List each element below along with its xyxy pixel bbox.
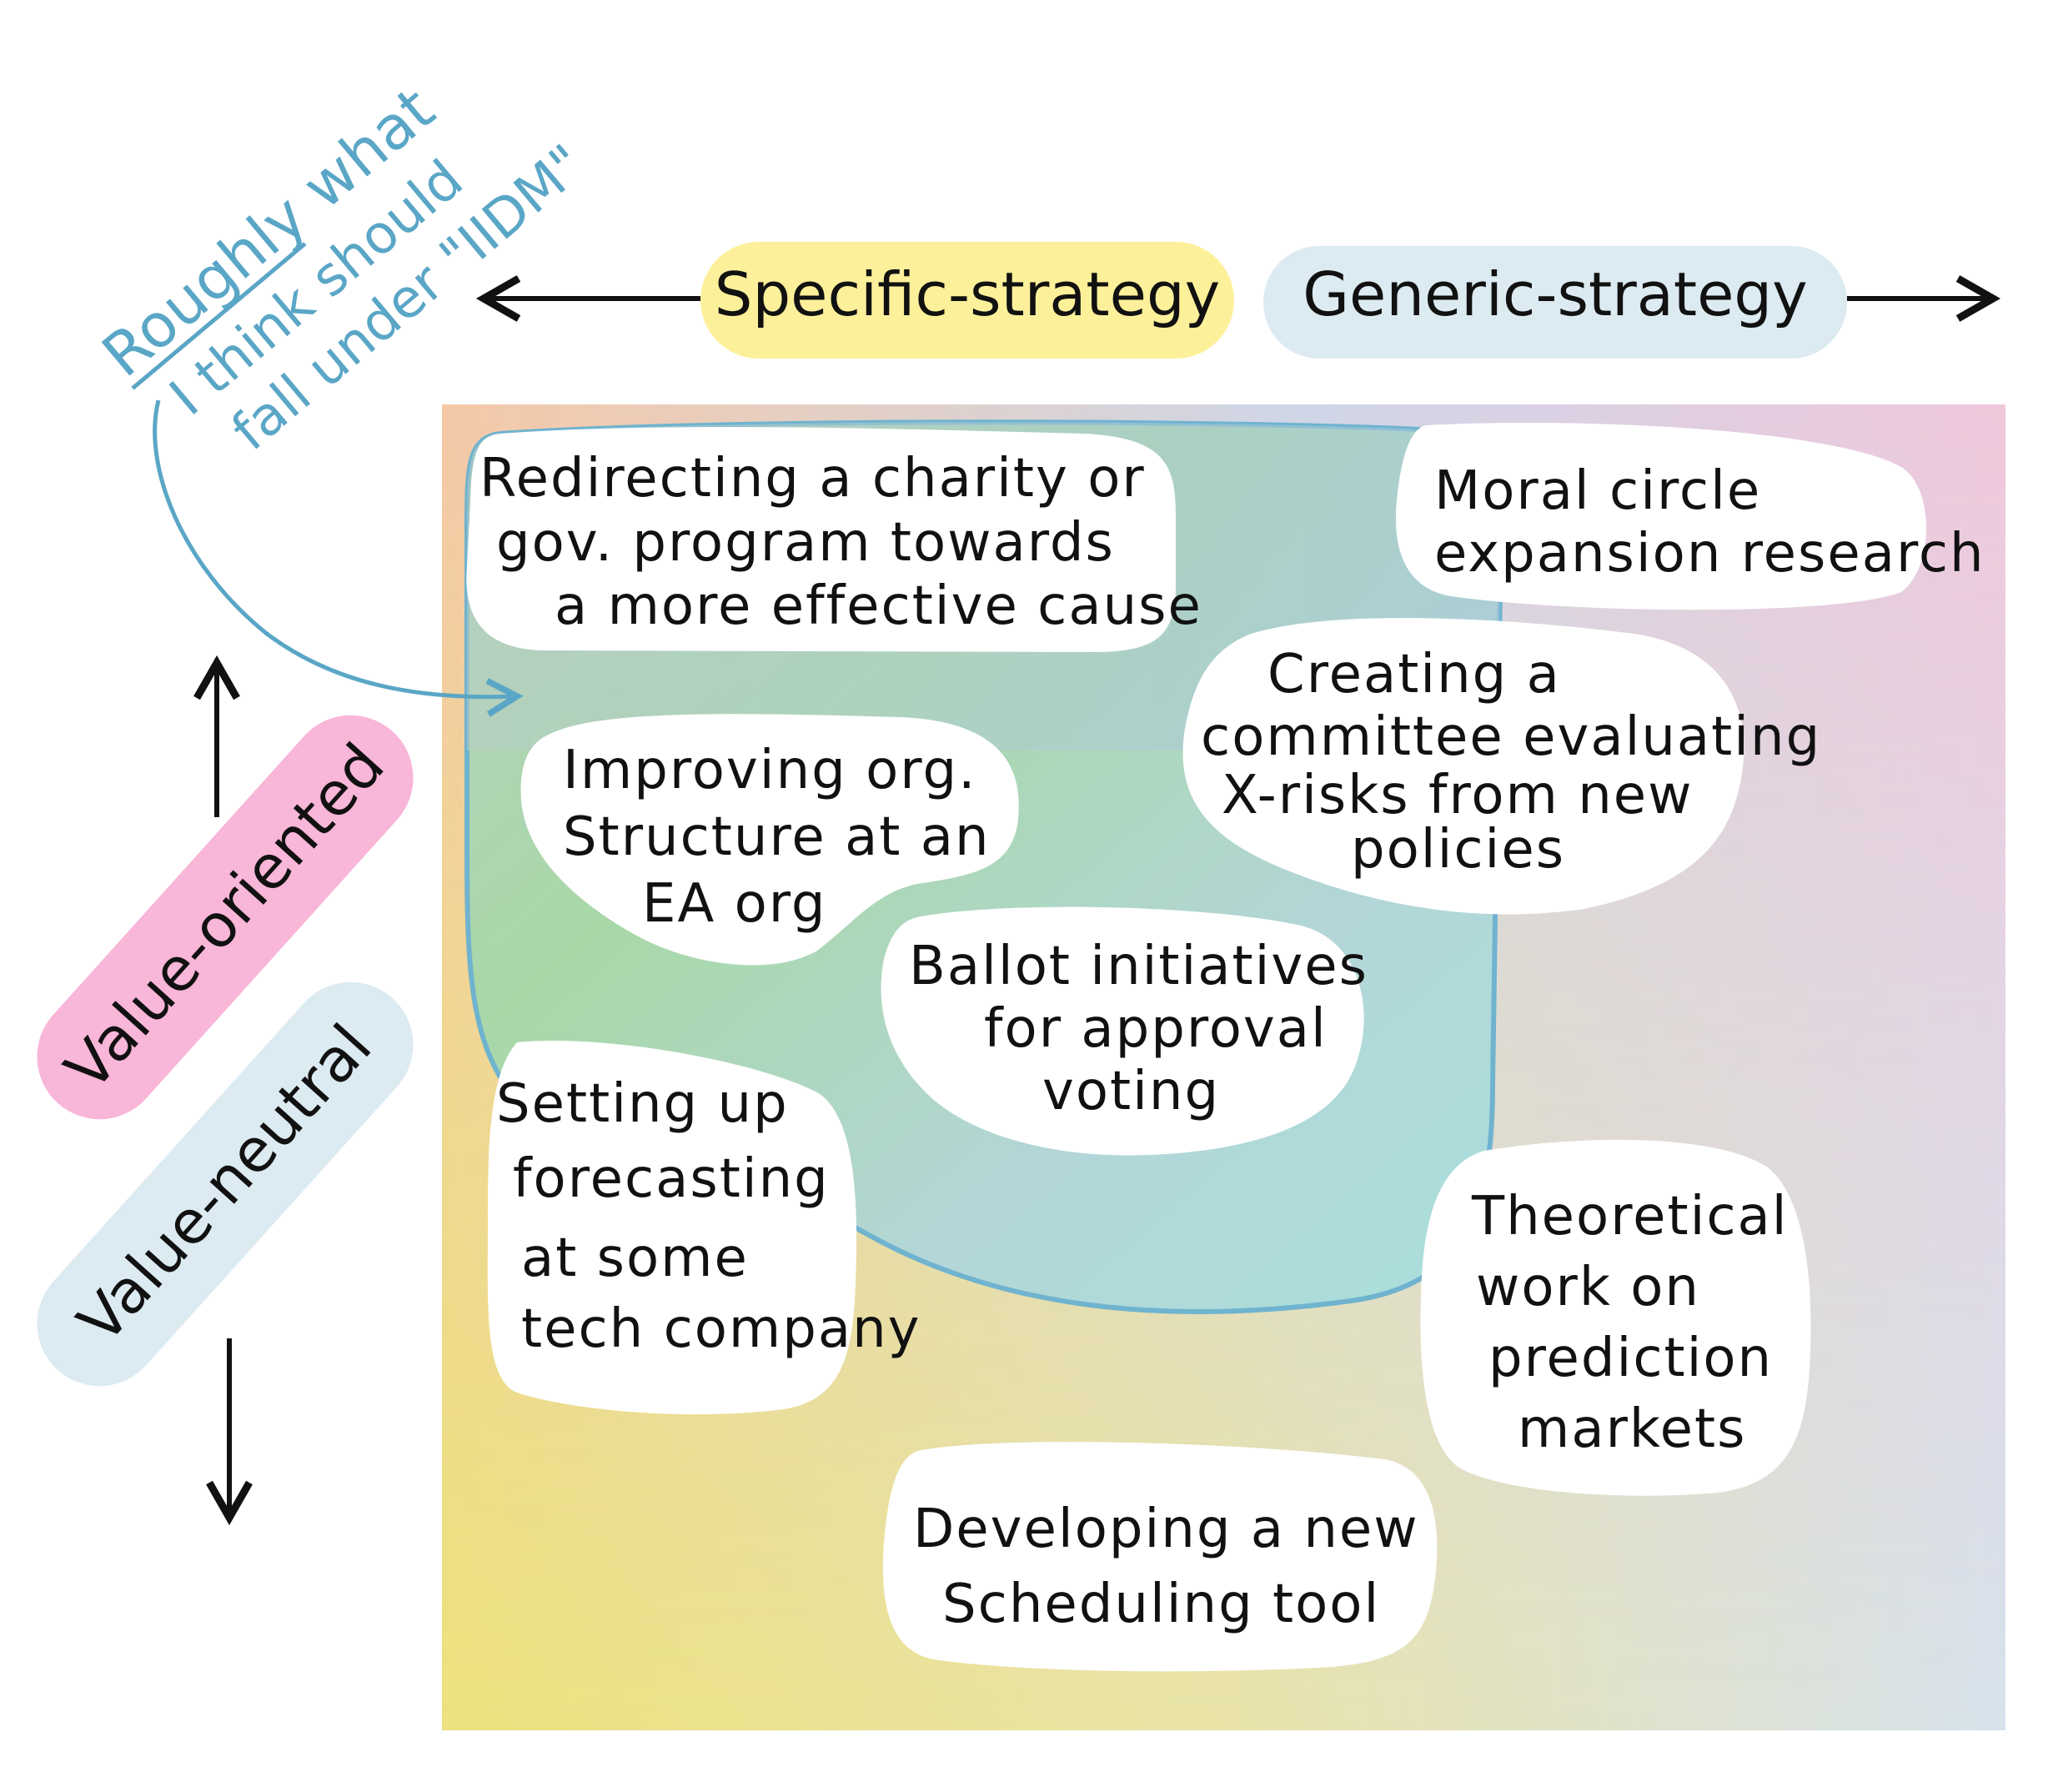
item-scheduling-line-2: Scheduling tool bbox=[942, 1574, 1380, 1635]
specific-strategy-label: Specific-strategy bbox=[715, 259, 1221, 329]
item-ballot-line-3: voting bbox=[1042, 1061, 1220, 1122]
item-xrisk-line-4: policies bbox=[1351, 819, 1565, 881]
annotation-underline bbox=[131, 242, 307, 390]
item-xrisk-line-3: X-risks from new bbox=[1222, 765, 1694, 826]
item-moral-circle-line-2: expansion research bbox=[1434, 523, 1985, 585]
item-prediction-line-3: prediction bbox=[1488, 1328, 1773, 1389]
item-improving-org-line-1: Improving org. bbox=[563, 740, 976, 801]
generic-strategy-pill bbox=[1263, 246, 1847, 359]
value-neutral-pill bbox=[37, 981, 414, 1387]
annotation-arrow bbox=[153, 399, 524, 717]
item-ballot-line-1: Ballot initiatives bbox=[909, 936, 1368, 997]
item-xrisk-line-1: Creating a bbox=[1267, 644, 1561, 705]
vertical-axis: Value-oriented Value-neutral bbox=[37, 655, 414, 1526]
item-forecasting-line-4: tech company bbox=[521, 1298, 921, 1360]
item-redirecting-line-1: Redirecting a charity or bbox=[479, 448, 1146, 509]
item-improving-org-line-2: Structure at an bbox=[563, 806, 991, 868]
item-scheduling-line-1: Developing a new bbox=[913, 1498, 1419, 1560]
bubble-redirecting bbox=[466, 427, 1176, 652]
bubbles bbox=[466, 423, 1926, 1672]
item-prediction-line-4: markets bbox=[1518, 1398, 1746, 1460]
item-xrisk-line-2: committee evaluating bbox=[1201, 706, 1821, 768]
item-labels: Redirecting a charity or gov. program to… bbox=[479, 448, 1985, 1635]
value-oriented-pill bbox=[37, 715, 414, 1120]
bubble-ballot bbox=[881, 906, 1364, 1156]
bubble-prediction-markets bbox=[1420, 1139, 1811, 1496]
horizontal-axis: Specific-strategy Generic-strategy bbox=[475, 242, 2001, 359]
bubble-moral-circle bbox=[1395, 423, 1926, 610]
item-forecasting-line-2: forecasting bbox=[513, 1148, 830, 1210]
item-improving-org-line-3: EA org bbox=[642, 873, 827, 935]
item-prediction-line-1: Theoretical bbox=[1471, 1186, 1789, 1247]
item-redirecting-line-2: gov. program towards bbox=[496, 512, 1115, 574]
item-ballot-line-2: for approval bbox=[984, 998, 1328, 1060]
bubble-improving-org bbox=[520, 714, 1019, 966]
item-forecasting-line-3: at some bbox=[521, 1227, 749, 1289]
item-redirecting-line-3: a more effective cause bbox=[555, 575, 1202, 637]
item-moral-circle-line-1: Moral circle bbox=[1434, 460, 1761, 522]
bubble-xrisk-committee bbox=[1182, 618, 1744, 915]
bubble-forecasting bbox=[487, 1041, 857, 1415]
bubble-scheduling bbox=[882, 1442, 1438, 1672]
specific-strategy-pill bbox=[700, 242, 1234, 359]
item-prediction-line-2: work on bbox=[1476, 1257, 1700, 1318]
item-forecasting-line-1: Setting up bbox=[496, 1073, 789, 1135]
generic-strategy-label: Generic-strategy bbox=[1303, 259, 1808, 329]
